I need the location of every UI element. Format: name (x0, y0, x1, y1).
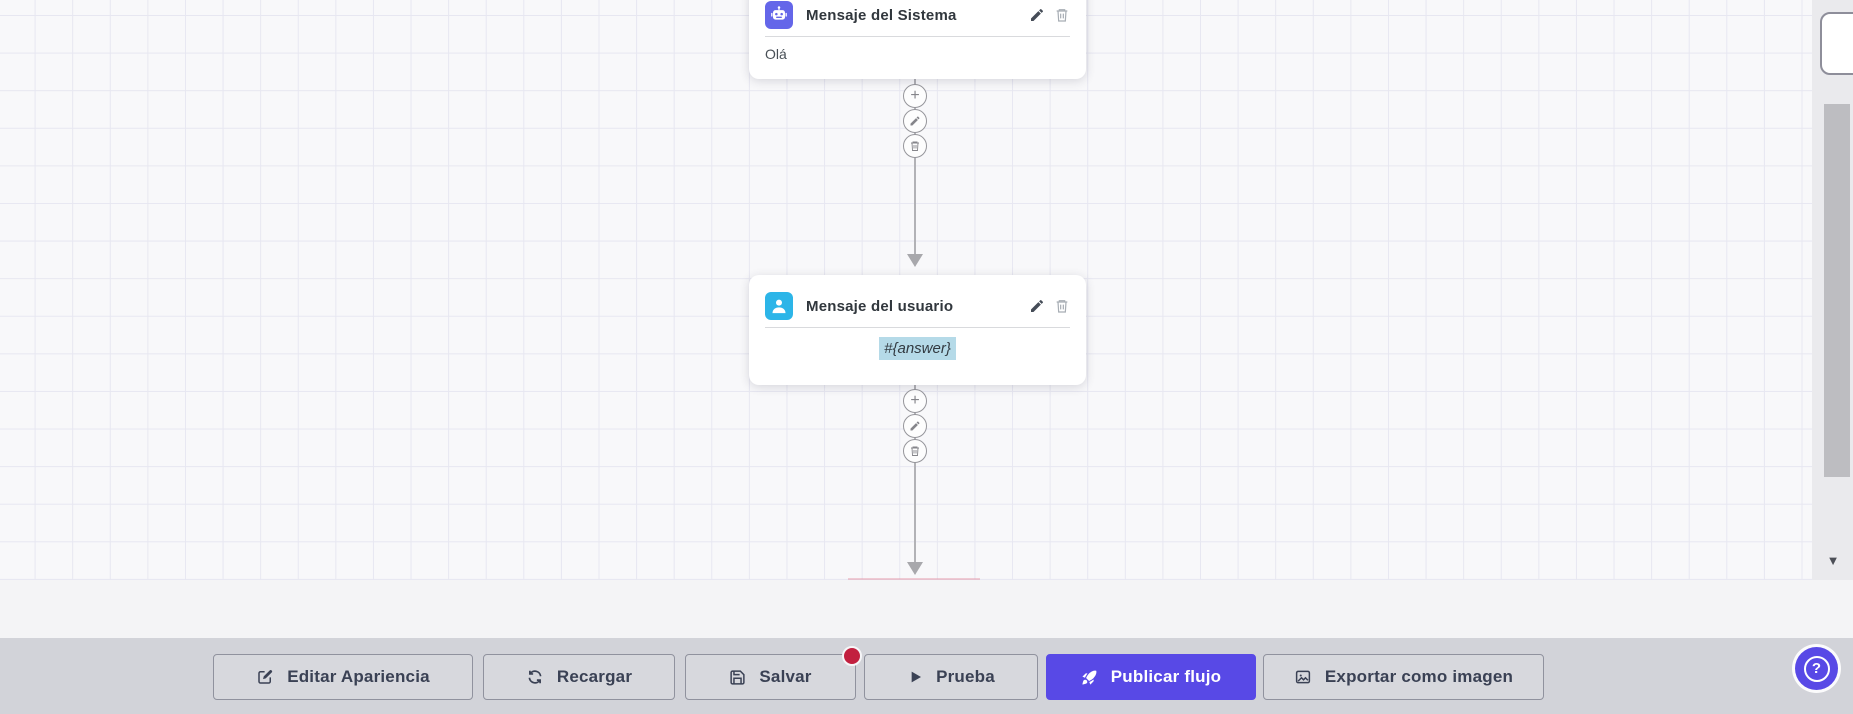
variable-chip[interactable]: #{answer} (879, 337, 956, 360)
edit-node-icon[interactable] (1029, 7, 1045, 23)
unsaved-changes-badge (842, 646, 862, 666)
edit-connection-button[interactable] (903, 109, 927, 133)
plus-icon: + (910, 391, 920, 409)
user-icon (765, 292, 793, 320)
save-icon (729, 669, 746, 686)
scrollbar-thumb[interactable] (1824, 104, 1850, 477)
node-title: Mensaje del Sistema (806, 6, 957, 24)
node-system-message[interactable]: Mensaje del Sistema Olá (749, 0, 1086, 79)
scrollbar-down-arrow-icon[interactable]: ▼ (1826, 553, 1840, 568)
connector-line (914, 384, 916, 563)
node-header: Mensaje del Sistema (765, 0, 1070, 30)
delete-connection-button[interactable] (903, 439, 927, 463)
node-actions (1029, 7, 1070, 23)
node-header: Mensaje del usuario (765, 291, 1070, 321)
next-node-edge-hint (848, 578, 980, 580)
arrow-down-icon (907, 562, 923, 575)
canvas-side-panel[interactable] (1820, 12, 1853, 75)
connector-line (914, 78, 916, 255)
export-image-button[interactable]: Exportar como imagen (1263, 654, 1544, 700)
add-step-button[interactable]: + (903, 84, 927, 108)
flow-canvas[interactable]: + (0, 0, 1853, 580)
edit-square-icon (256, 668, 274, 686)
edit-connection-button[interactable] (903, 414, 927, 438)
delete-node-icon[interactable] (1054, 7, 1070, 23)
refresh-icon (526, 668, 544, 686)
test-button[interactable]: Prueba (864, 654, 1038, 700)
image-icon (1294, 668, 1312, 686)
trash-icon (909, 140, 921, 152)
node-divider (765, 36, 1070, 37)
pencil-icon (909, 115, 921, 127)
connector-actions: + (903, 389, 927, 463)
button-label: Recargar (556, 667, 633, 686)
canvas-footer-strip (0, 580, 1853, 638)
edit-node-icon[interactable] (1029, 298, 1045, 314)
add-step-button[interactable]: + (903, 389, 927, 413)
play-icon (907, 669, 923, 685)
node-user-message[interactable]: Mensaje del usuario #{answer} (749, 275, 1086, 385)
trash-icon (909, 445, 921, 457)
connector-actions: + (903, 84, 927, 158)
node-content: Olá (765, 46, 787, 62)
save-button[interactable]: Salvar (685, 654, 856, 700)
button-label: Publicar flujo (1110, 667, 1222, 686)
question-glyph: ? (1811, 660, 1822, 677)
robot-icon (765, 1, 793, 29)
button-label: Editar Apariencia (287, 667, 430, 686)
button-label: Salvar (759, 667, 812, 686)
question-icon: ? (1803, 655, 1830, 682)
button-label: Exportar como imagen (1324, 667, 1514, 686)
delete-connection-button[interactable] (903, 134, 927, 158)
edit-appearance-button[interactable]: Editar Apariencia (213, 654, 473, 700)
node-actions (1029, 298, 1070, 314)
rocket-icon (1081, 669, 1098, 686)
node-divider (765, 327, 1070, 328)
arrow-down-icon (907, 254, 923, 267)
plus-icon: + (910, 86, 920, 104)
node-title: Mensaje del usuario (806, 297, 954, 315)
node-content: #{answer} (765, 337, 1070, 360)
delete-node-icon[interactable] (1054, 298, 1070, 314)
button-label: Prueba (936, 667, 995, 686)
help-button[interactable]: ? (1795, 647, 1838, 690)
publish-flow-button[interactable]: Publicar flujo (1046, 654, 1256, 700)
pencil-icon (909, 420, 921, 432)
reload-button[interactable]: Recargar (483, 654, 675, 700)
